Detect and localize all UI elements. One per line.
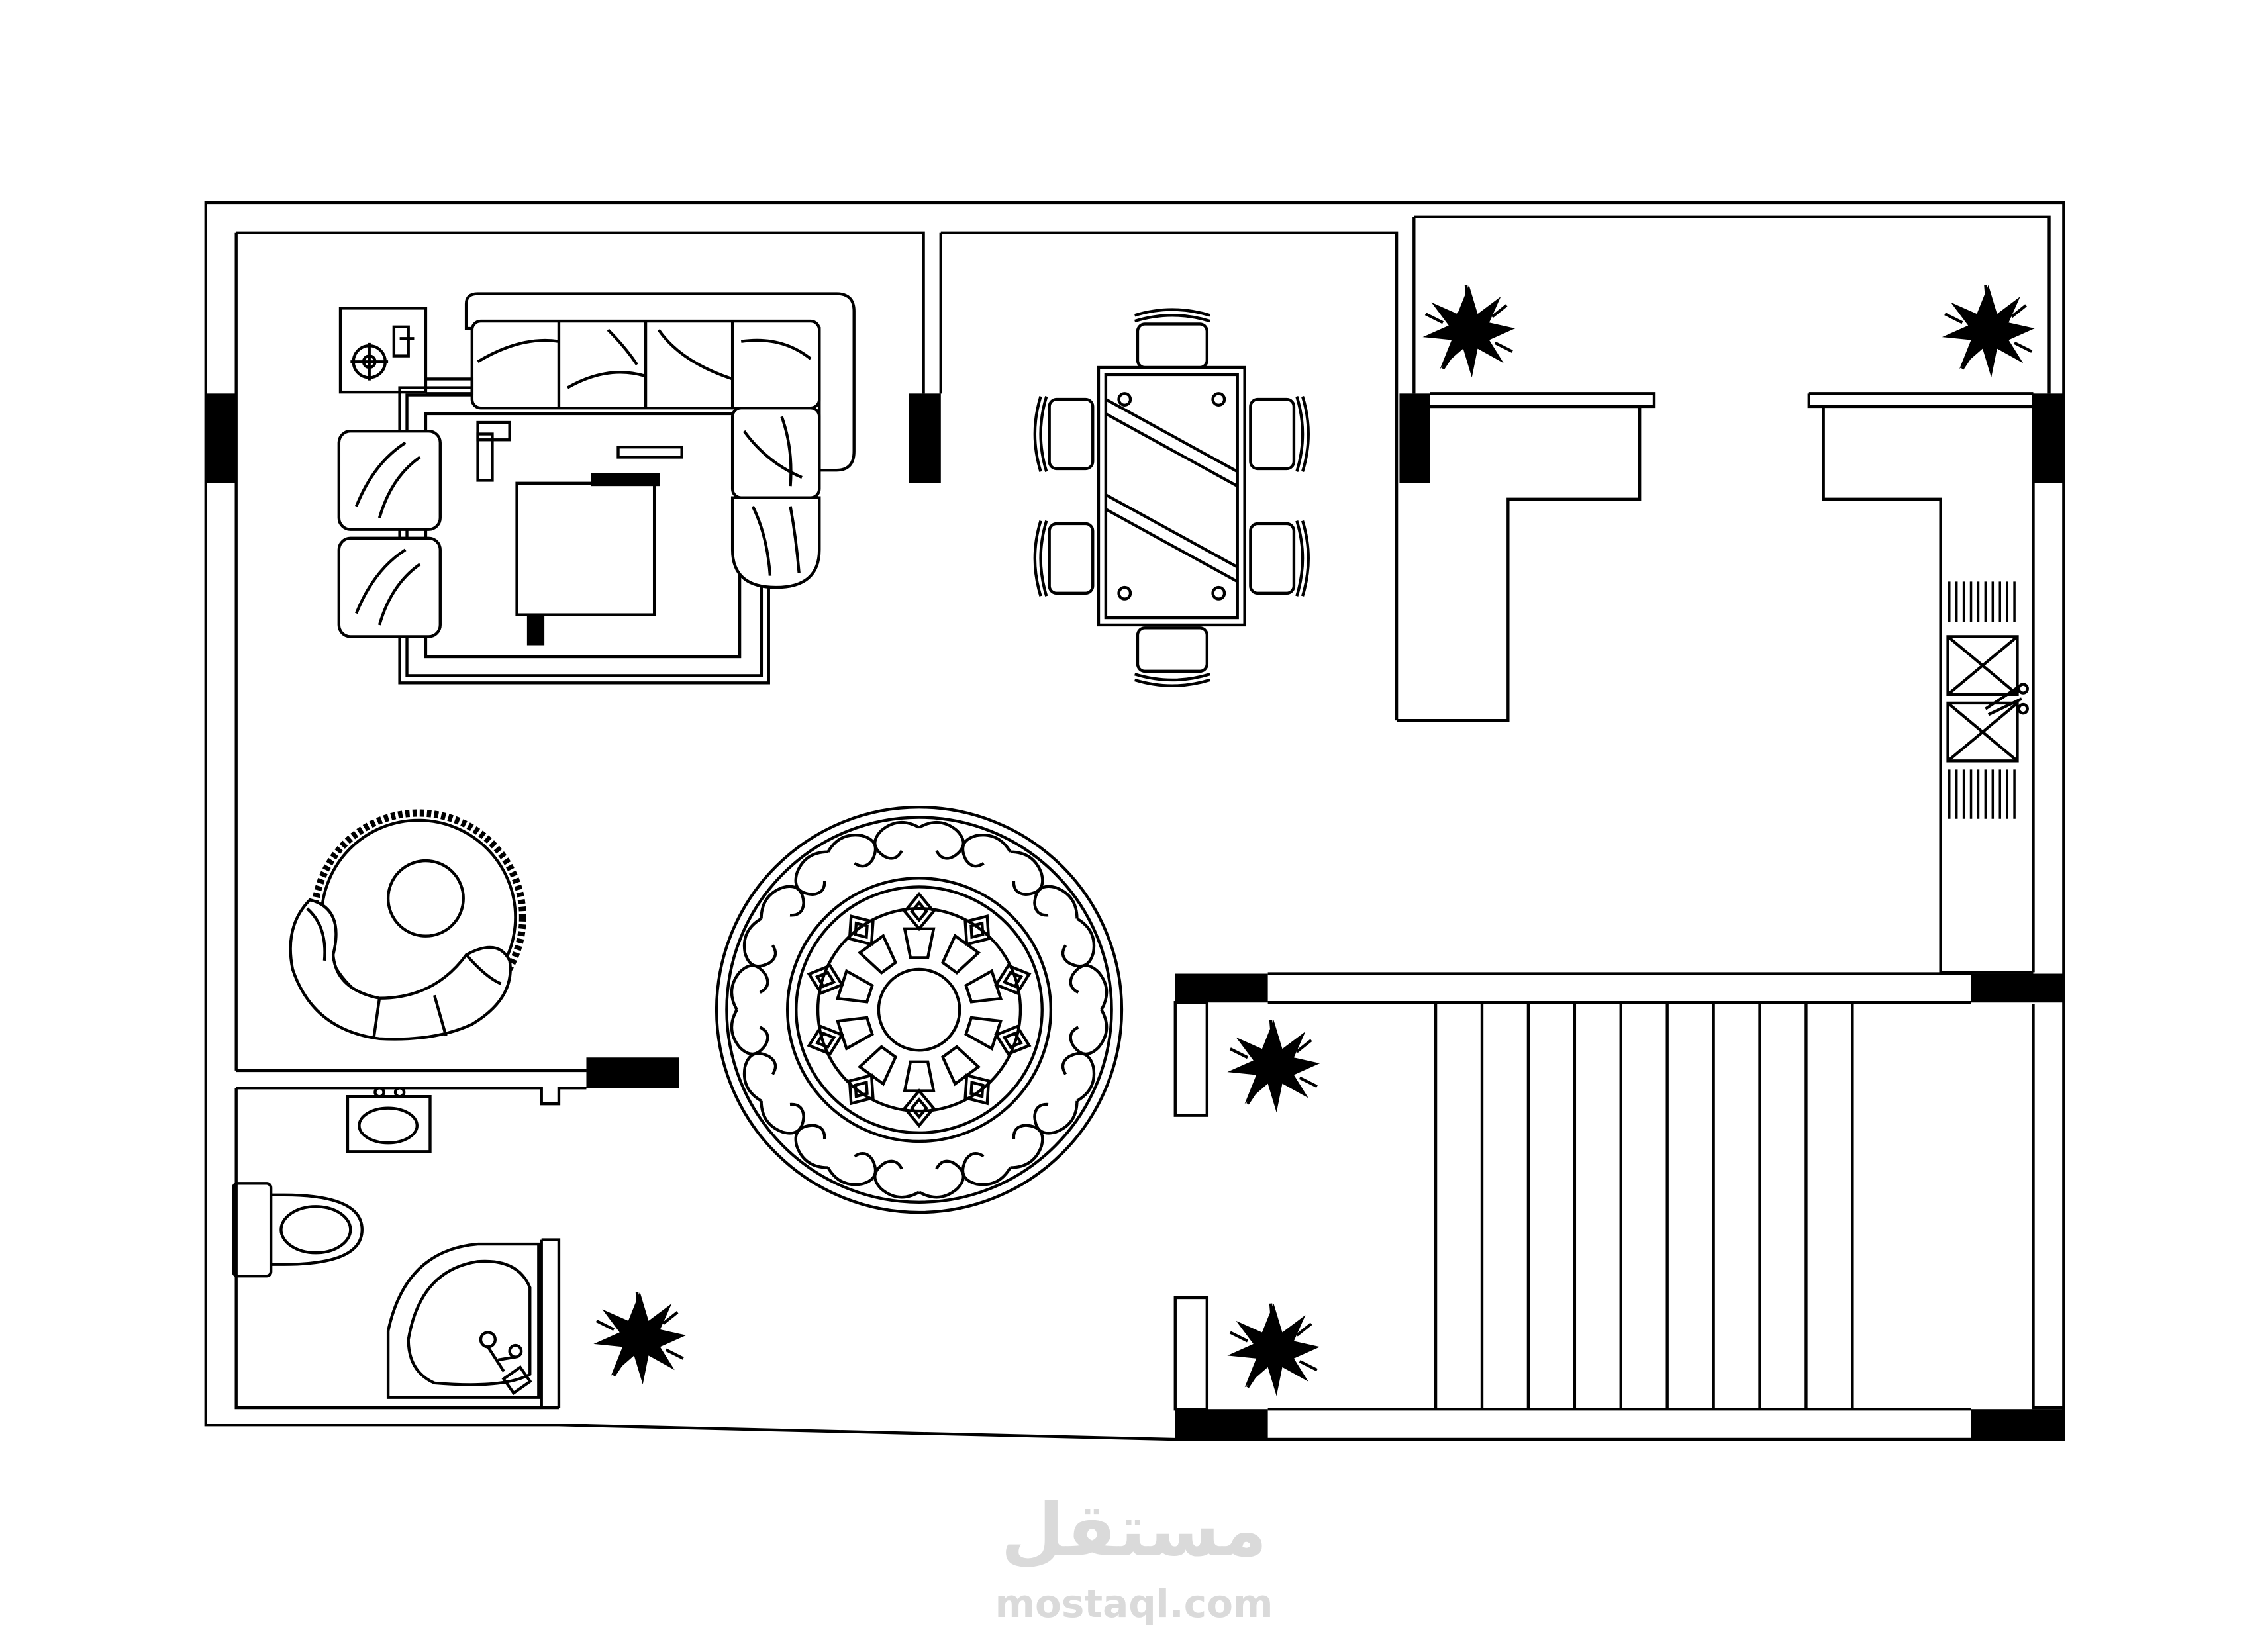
watermark-latin: mostaql.com — [995, 1581, 1273, 1626]
sofa-icon — [464, 292, 856, 589]
round-rug-icon — [715, 806, 1124, 1214]
watermark-arabic: مستقل — [1001, 1488, 1267, 1572]
dining-chair-icon — [1035, 310, 1308, 686]
side-table-icon — [338, 307, 474, 395]
double-sink-icon — [1946, 581, 2029, 819]
staircase-icon — [1434, 1002, 1854, 1410]
wall-columns — [205, 393, 2064, 1440]
corner-bathtub-icon — [386, 1242, 540, 1399]
armchair-icon — [337, 429, 442, 638]
round-chair-icon — [289, 809, 526, 1041]
bathroom-partition — [236, 1069, 587, 1408]
toilet-icon — [232, 1182, 364, 1278]
living-rug — [398, 386, 770, 685]
coffee-table-icon — [476, 420, 683, 646]
dining-table-icon — [1097, 365, 1246, 627]
washbasin-icon — [346, 1086, 432, 1153]
kitchen-counter-icon — [1397, 392, 2034, 974]
